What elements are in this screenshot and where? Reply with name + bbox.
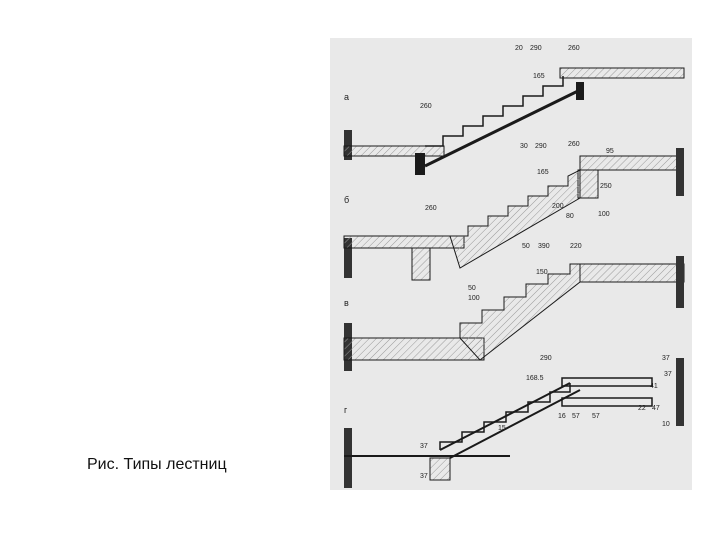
steps-a [425,76,564,147]
panel-letter: а [344,92,349,102]
panel-g: г 290 168.5 37 37 15 16 57 57 41 47 37 2… [344,355,684,488]
dim-label: 37 [420,443,428,450]
landing-a-lower [343,145,445,157]
beam-a-upper [576,82,584,100]
dim-label: 16 [558,413,566,420]
dim-label: 57 [592,413,600,420]
dim-label: 22 [638,405,646,412]
beam-b-upper [577,169,599,199]
beam-a-lower [415,153,425,175]
wall-g-left [344,428,352,488]
dim-label: 50 [468,285,476,292]
wall-b-right [676,148,684,196]
dim-label: 260 [568,141,580,148]
panel-letter: б [344,195,349,205]
dim-label: 37 [420,473,428,480]
dim-label: 20 [515,45,523,52]
stair-flight-v [459,263,581,361]
dim-label: 220 [570,243,582,250]
steps-g [439,383,571,450]
beam-b-lower [411,247,431,281]
stringer-a [424,88,581,168]
figure-caption: Рис. Типы лестниц [87,456,227,473]
dim-label: 150 [536,269,548,276]
dim-label: 250 [600,183,612,190]
dim-label: 260 [420,103,432,110]
dim-label: 15 [498,425,506,432]
dim-label: 50 [522,243,530,250]
panel-letter: г [344,405,348,415]
panel-a: а 20 290 260 165 260 [343,45,685,175]
dim-label: 41 [650,383,658,390]
dim-label: 168.5 [526,375,544,382]
dim-label: 290 [540,355,552,362]
wall-v-right [676,256,684,308]
dim-label: 390 [538,243,550,250]
dim-label: 37 [664,371,672,378]
landing-a-upper [559,67,685,79]
dim-label: 165 [537,169,549,176]
beam-g-lower [429,457,451,481]
dim-label: 10 [662,421,670,428]
stair-drawing: а 20 290 260 165 260 б 30 290 260 95 165… [330,38,692,490]
dim-label: 260 [568,45,580,52]
dim-label: 100 [468,295,480,302]
dim-label: 57 [572,413,580,420]
panel-letter: в [344,298,349,308]
dim-label: 100 [598,211,610,218]
landing-b-upper [579,155,681,171]
dim-label: 47 [652,405,660,412]
dim-label: 80 [566,213,574,220]
landing-v-upper [579,263,685,283]
stair-flight-b [449,169,581,269]
stair-types-figure: а 20 290 260 165 260 б 30 290 260 95 165… [330,38,692,490]
stringer-g-bottom [449,389,581,459]
wall-b-left [344,238,352,278]
dim-label: 290 [530,45,542,52]
wall-g-right [676,358,684,426]
dim-label: 165 [533,73,545,80]
wall-a-left [344,130,352,160]
dim-label: 95 [606,148,614,155]
panel-v: в 50 390 220 150 100 50 [343,243,685,371]
panel-b: б 30 290 260 95 165 200 250 260 80 100 [343,141,684,281]
dim-label: 37 [662,355,670,362]
dim-label: 260 [425,205,437,212]
landing-g-frame-top [561,377,653,387]
dim-label: 290 [535,143,547,150]
dim-label: 30 [520,143,528,150]
landing-g-frame-bottom [561,397,653,407]
landing-b-lower [343,235,465,249]
dim-label: 200 [552,203,564,210]
